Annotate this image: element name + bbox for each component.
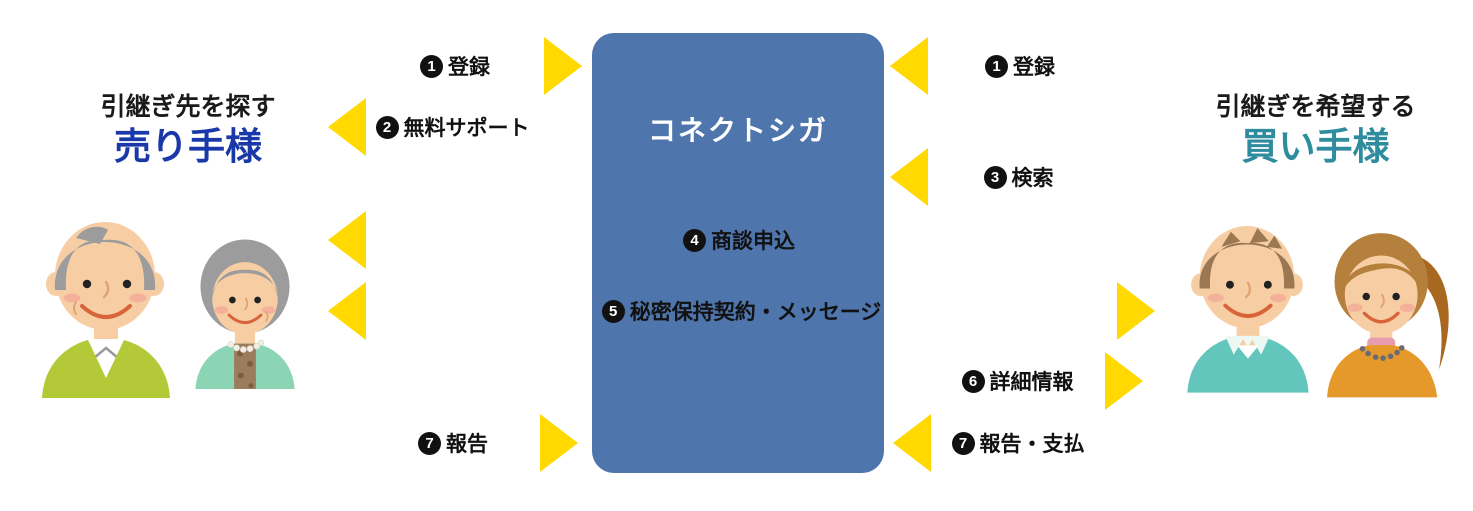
step-badge: 1	[985, 54, 1008, 78]
step-badge: 4	[683, 228, 706, 252]
arrow-label: 報告	[446, 433, 488, 456]
connect-shiga-box: コネクトシガ	[592, 33, 884, 473]
step-badge: 2	[375, 115, 399, 139]
arrow-label: 商談申込	[711, 230, 795, 253]
seller-name: 売り手様	[114, 126, 262, 168]
step-badge: 6	[961, 369, 985, 393]
seller-caption-block: 引継ぎ先を探す 売り手様	[28, 92, 348, 170]
seller-caption: 引継ぎ先を探す	[100, 93, 276, 121]
arrow-label: 登録	[448, 56, 490, 79]
arrow-label: 検索	[1011, 167, 1054, 190]
young-woman-illustration	[1327, 233, 1449, 398]
step-badge: 3	[983, 165, 1007, 189]
arrow-label: 報告・支払	[979, 433, 1085, 456]
step-badge: 1	[420, 54, 443, 78]
arrow-label: 秘密保持契約・メッセージ	[629, 301, 882, 324]
elderly-woman-illustration	[195, 239, 295, 389]
arrow-label: 登録	[1013, 56, 1055, 79]
elderly-man-illustration	[42, 222, 170, 398]
buyer-caption: 引継ぎを希望する	[1215, 93, 1416, 121]
connect-shiga-title: コネクトシガ	[647, 115, 828, 146]
pearl-necklace	[227, 339, 265, 353]
step-badge: 7	[418, 431, 441, 455]
young-man-illustration	[1187, 226, 1309, 393]
step-badge: 7	[951, 431, 975, 455]
step-badge: 5	[601, 299, 625, 323]
arrow-label: 詳細情報	[989, 371, 1074, 394]
buyer-name: 買い手様	[1241, 126, 1390, 168]
buyer-caption-block: 引継ぎを希望する 買い手様	[1158, 92, 1473, 170]
bead-necklace	[1359, 345, 1405, 361]
arrow-label: 無料サポート	[403, 117, 530, 140]
